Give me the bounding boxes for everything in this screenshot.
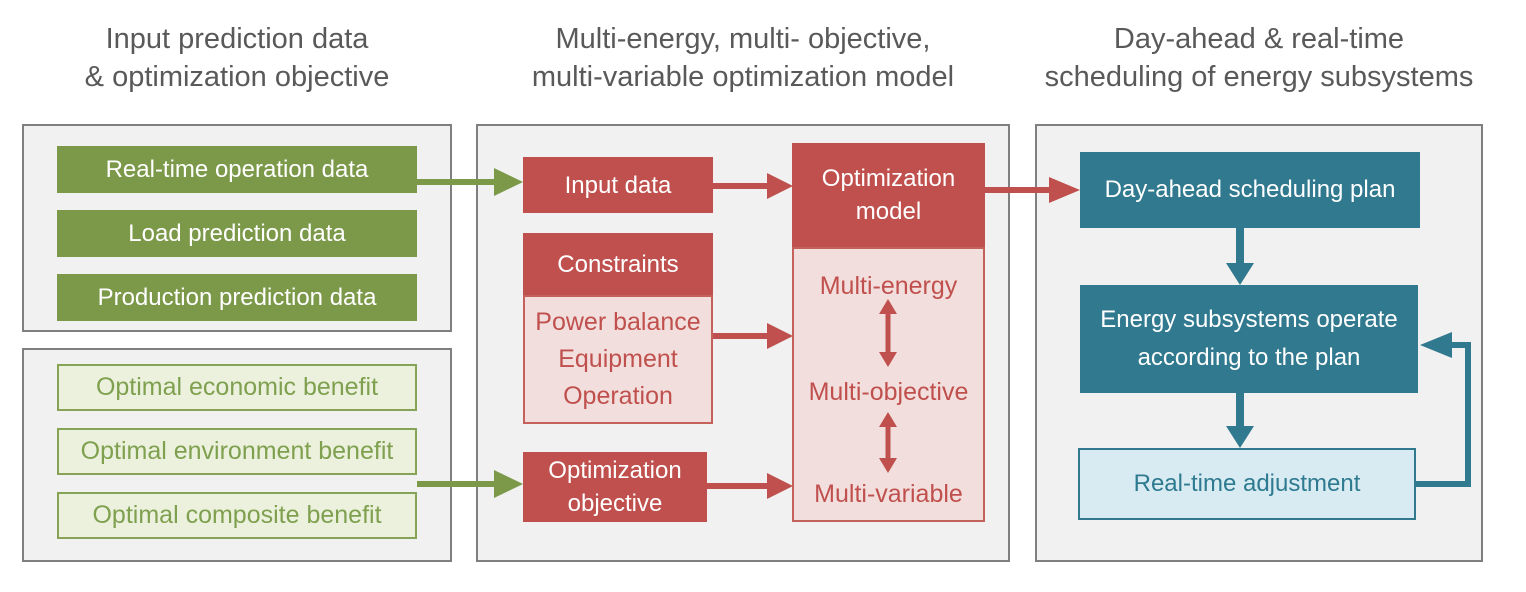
real-time-operation-data-box: Real-time operation data [57,146,417,193]
aspect-multi-objective-label: Multi-objective [808,377,969,406]
load-prediction-data-box: Load prediction data [57,210,417,257]
optimal-environment-benefit-box: Optimal environment benefit [57,428,417,475]
aspect-multi-energy-label: Multi-energy [819,271,958,300]
day-ahead-scheduling-plan-box: Day-ahead scheduling plan [1080,152,1420,228]
column-header-input: Input prediction data & optimization obj… [84,23,390,93]
input-data-box: Input data [523,157,713,213]
real-time-adjustment-box: Real-time adjustment [1078,448,1416,520]
optimal-composite-benefit-box: Optimal composite benefit [57,492,417,539]
aspect-multi-variable-label: Multi-variable [814,479,963,508]
constraints-body-box: Power balance Equipment Operation [523,295,713,424]
optimization-model-box: Optimization model [792,143,985,247]
production-prediction-data-box: Production prediction data [57,274,417,321]
column-header-model: Multi-energy, multi- objective, multi-va… [531,23,955,93]
optimal-economic-benefit-box: Optimal economic benefit [57,364,417,411]
energy-subsystems-operate-box: Energy subsystems operate according to t… [1080,285,1418,393]
optimization-objective-box: Optimization objective [523,452,707,522]
column-header-scheduling: Day-ahead & real-time scheduling of ener… [1044,23,1474,93]
constraints-header-box: Constraints [523,233,713,295]
model-aspects-box: Multi-energy Multi-objective Multi-varia… [792,247,985,522]
